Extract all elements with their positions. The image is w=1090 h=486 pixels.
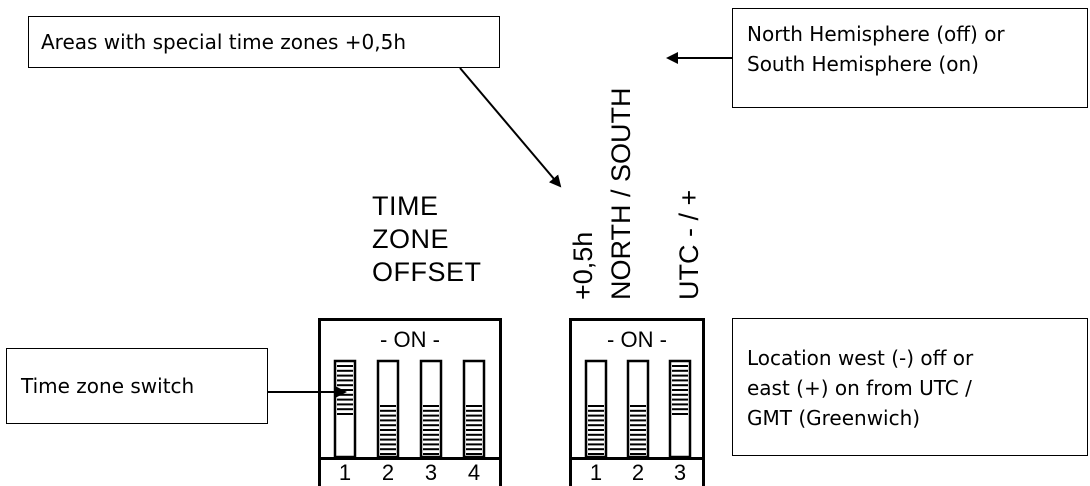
callout-special-zones: Areas with special time zones +0,5h [28, 16, 500, 68]
callout-hemisphere: North Hemisphere (off) or South Hemisphe… [732, 8, 1088, 108]
north-south-label: NORTH / SOUTH [606, 87, 636, 300]
dip-a-switch-2-body [376, 359, 400, 459]
tz-offset-line-1: TIME [372, 191, 439, 221]
callout-location-line-2: east (+) on from UTC / [747, 376, 972, 400]
dip-b-number-1: 1 [589, 460, 603, 485]
dip-b-switch-2-body [626, 359, 650, 459]
dip-b-switch-1-body [584, 359, 608, 459]
settings-dip-switch: - ON - 1 2 3 [569, 318, 705, 486]
dip-a-switch-3-body [419, 359, 443, 459]
callout-special-zones-text: Areas with special time zones +0,5h [41, 30, 407, 54]
dip-b-number-3: 3 [673, 460, 687, 485]
half-hour-label: +0,5h [568, 231, 598, 300]
tz-offset-line-2: ZONE [372, 224, 450, 254]
dip-b-switch-3[interactable] [668, 359, 692, 459]
dip-b-switches [584, 359, 692, 459]
callout-timezone-switch: Time zone switch [6, 348, 268, 424]
dip-a-switch-4-body [462, 359, 486, 459]
time-zone-dip-switch: - ON - 1 2 3 4 [318, 318, 502, 486]
dip-b-switch-2[interactable] [626, 359, 650, 459]
utc-label: UTC - / + [674, 189, 704, 300]
callout-location-line-3: GMT (Greenwich) [747, 406, 921, 430]
dip-b-number-bar [572, 457, 702, 460]
time-zone-offset-label: TIME ZONE OFFSET [372, 190, 482, 289]
dip-a-number-3: 3 [424, 460, 438, 485]
dip-a-number-bar [321, 457, 499, 460]
dip-a-number-1: 1 [338, 460, 352, 485]
dip-b-switch-1[interactable] [584, 359, 608, 459]
arrow-special-zones [459, 67, 562, 188]
dip-a-switch-4[interactable] [462, 359, 486, 459]
callout-hemisphere-line-1: North Hemisphere (off) or [747, 22, 1005, 46]
dip-a-switches [333, 359, 486, 459]
callout-timezone-switch-text: Time zone switch [21, 374, 195, 398]
callout-location: Location west (-) off or east (+) on fro… [732, 318, 1088, 456]
dip-a-number-4: 4 [467, 460, 481, 485]
callout-location-line-1: Location west (-) off or [747, 346, 974, 370]
dip-a-switch-1[interactable] [333, 359, 357, 459]
tz-offset-line-3: OFFSET [372, 257, 482, 287]
dip-a-switch-3[interactable] [419, 359, 443, 459]
dip-b-on-label: - ON - [607, 327, 667, 352]
dip-b-number-2: 2 [631, 460, 645, 485]
dip-a-number-2: 2 [381, 460, 395, 485]
dip-a-switch-2[interactable] [376, 359, 400, 459]
dip-a-on-label: - ON - [380, 327, 440, 352]
callout-hemisphere-line-2: South Hemisphere (on) [747, 52, 979, 76]
